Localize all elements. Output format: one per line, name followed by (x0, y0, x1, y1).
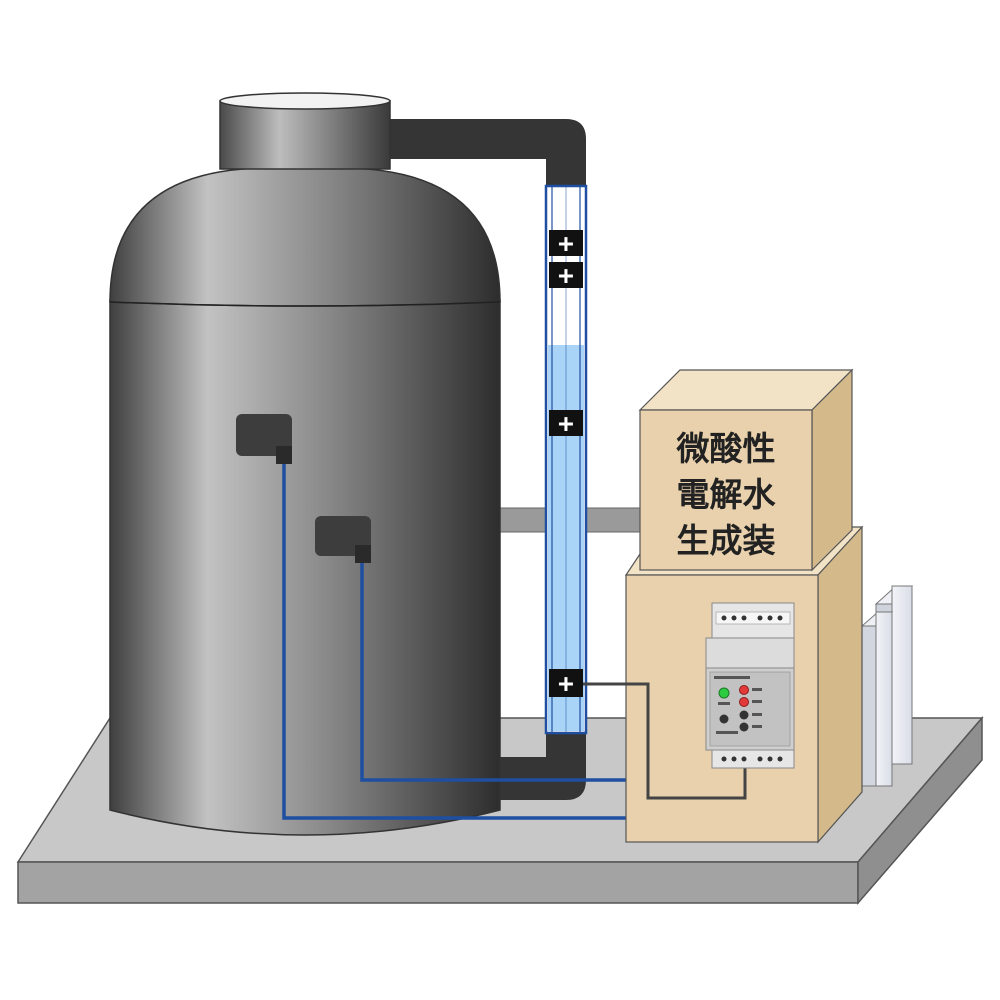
outlet-pipe-top (388, 119, 586, 186)
plus-icon: + (558, 409, 574, 439)
generator-label-line-3: 生成装 (677, 521, 776, 560)
probe-terminal-3: + (549, 409, 583, 439)
probe-terminal-1: + (549, 229, 583, 259)
probe-terminal-2: + (549, 261, 583, 291)
relay-indicator-red-1 (739, 685, 749, 695)
plus-icon: + (558, 261, 574, 291)
storage-tank (109, 167, 501, 836)
relay-knob-3 (739, 722, 749, 732)
generator-label-line-1: 微酸性 (676, 429, 776, 468)
level-sensor-lower (315, 516, 371, 563)
relay-knob-2 (739, 710, 749, 720)
relay-indicator-green (718, 687, 730, 699)
generator-upper-box: 微酸性 電解水 生成装 (638, 368, 854, 572)
control-wire (583, 682, 747, 800)
level-sensor-upper (236, 414, 292, 464)
side-cabinet (860, 585, 914, 787)
tank-cap (219, 92, 391, 170)
plus-icon: + (558, 229, 574, 259)
probe-terminal-4: + (549, 669, 583, 699)
return-pipe-bottom (490, 733, 586, 800)
plus-icon: + (558, 669, 574, 699)
generator-label-line-2: 電解水 (677, 475, 777, 514)
level-relay-module (705, 602, 795, 769)
relay-knob-1 (719, 714, 729, 724)
relay-indicator-red-2 (739, 697, 749, 707)
